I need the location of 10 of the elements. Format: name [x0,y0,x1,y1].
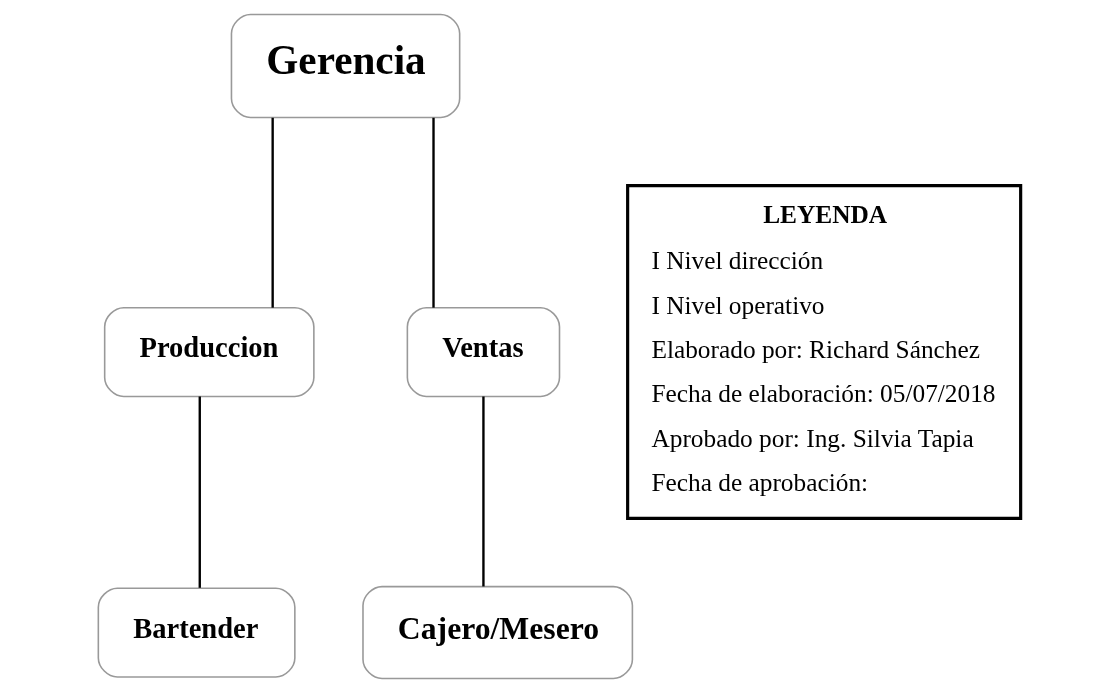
node-box: Produccion [103,306,315,398]
connector [481,396,485,587]
node-box: Cajero/Mesero [361,585,633,680]
connector [198,396,201,588]
node-box: Ventas [406,306,560,398]
node-box: LEYENDA I Nivel dirección I Nivel operativo Elaborado por: Richard Sánchez Fecha de elaboración: 05/07/2018 Aprobado por: Ing. Silvia Tapia Fecha de aprobación: [625,184,1022,521]
node-box: Bartender [97,587,296,678]
connector [270,117,274,308]
connector [431,117,435,308]
node-box: Gerencia [230,13,460,119]
